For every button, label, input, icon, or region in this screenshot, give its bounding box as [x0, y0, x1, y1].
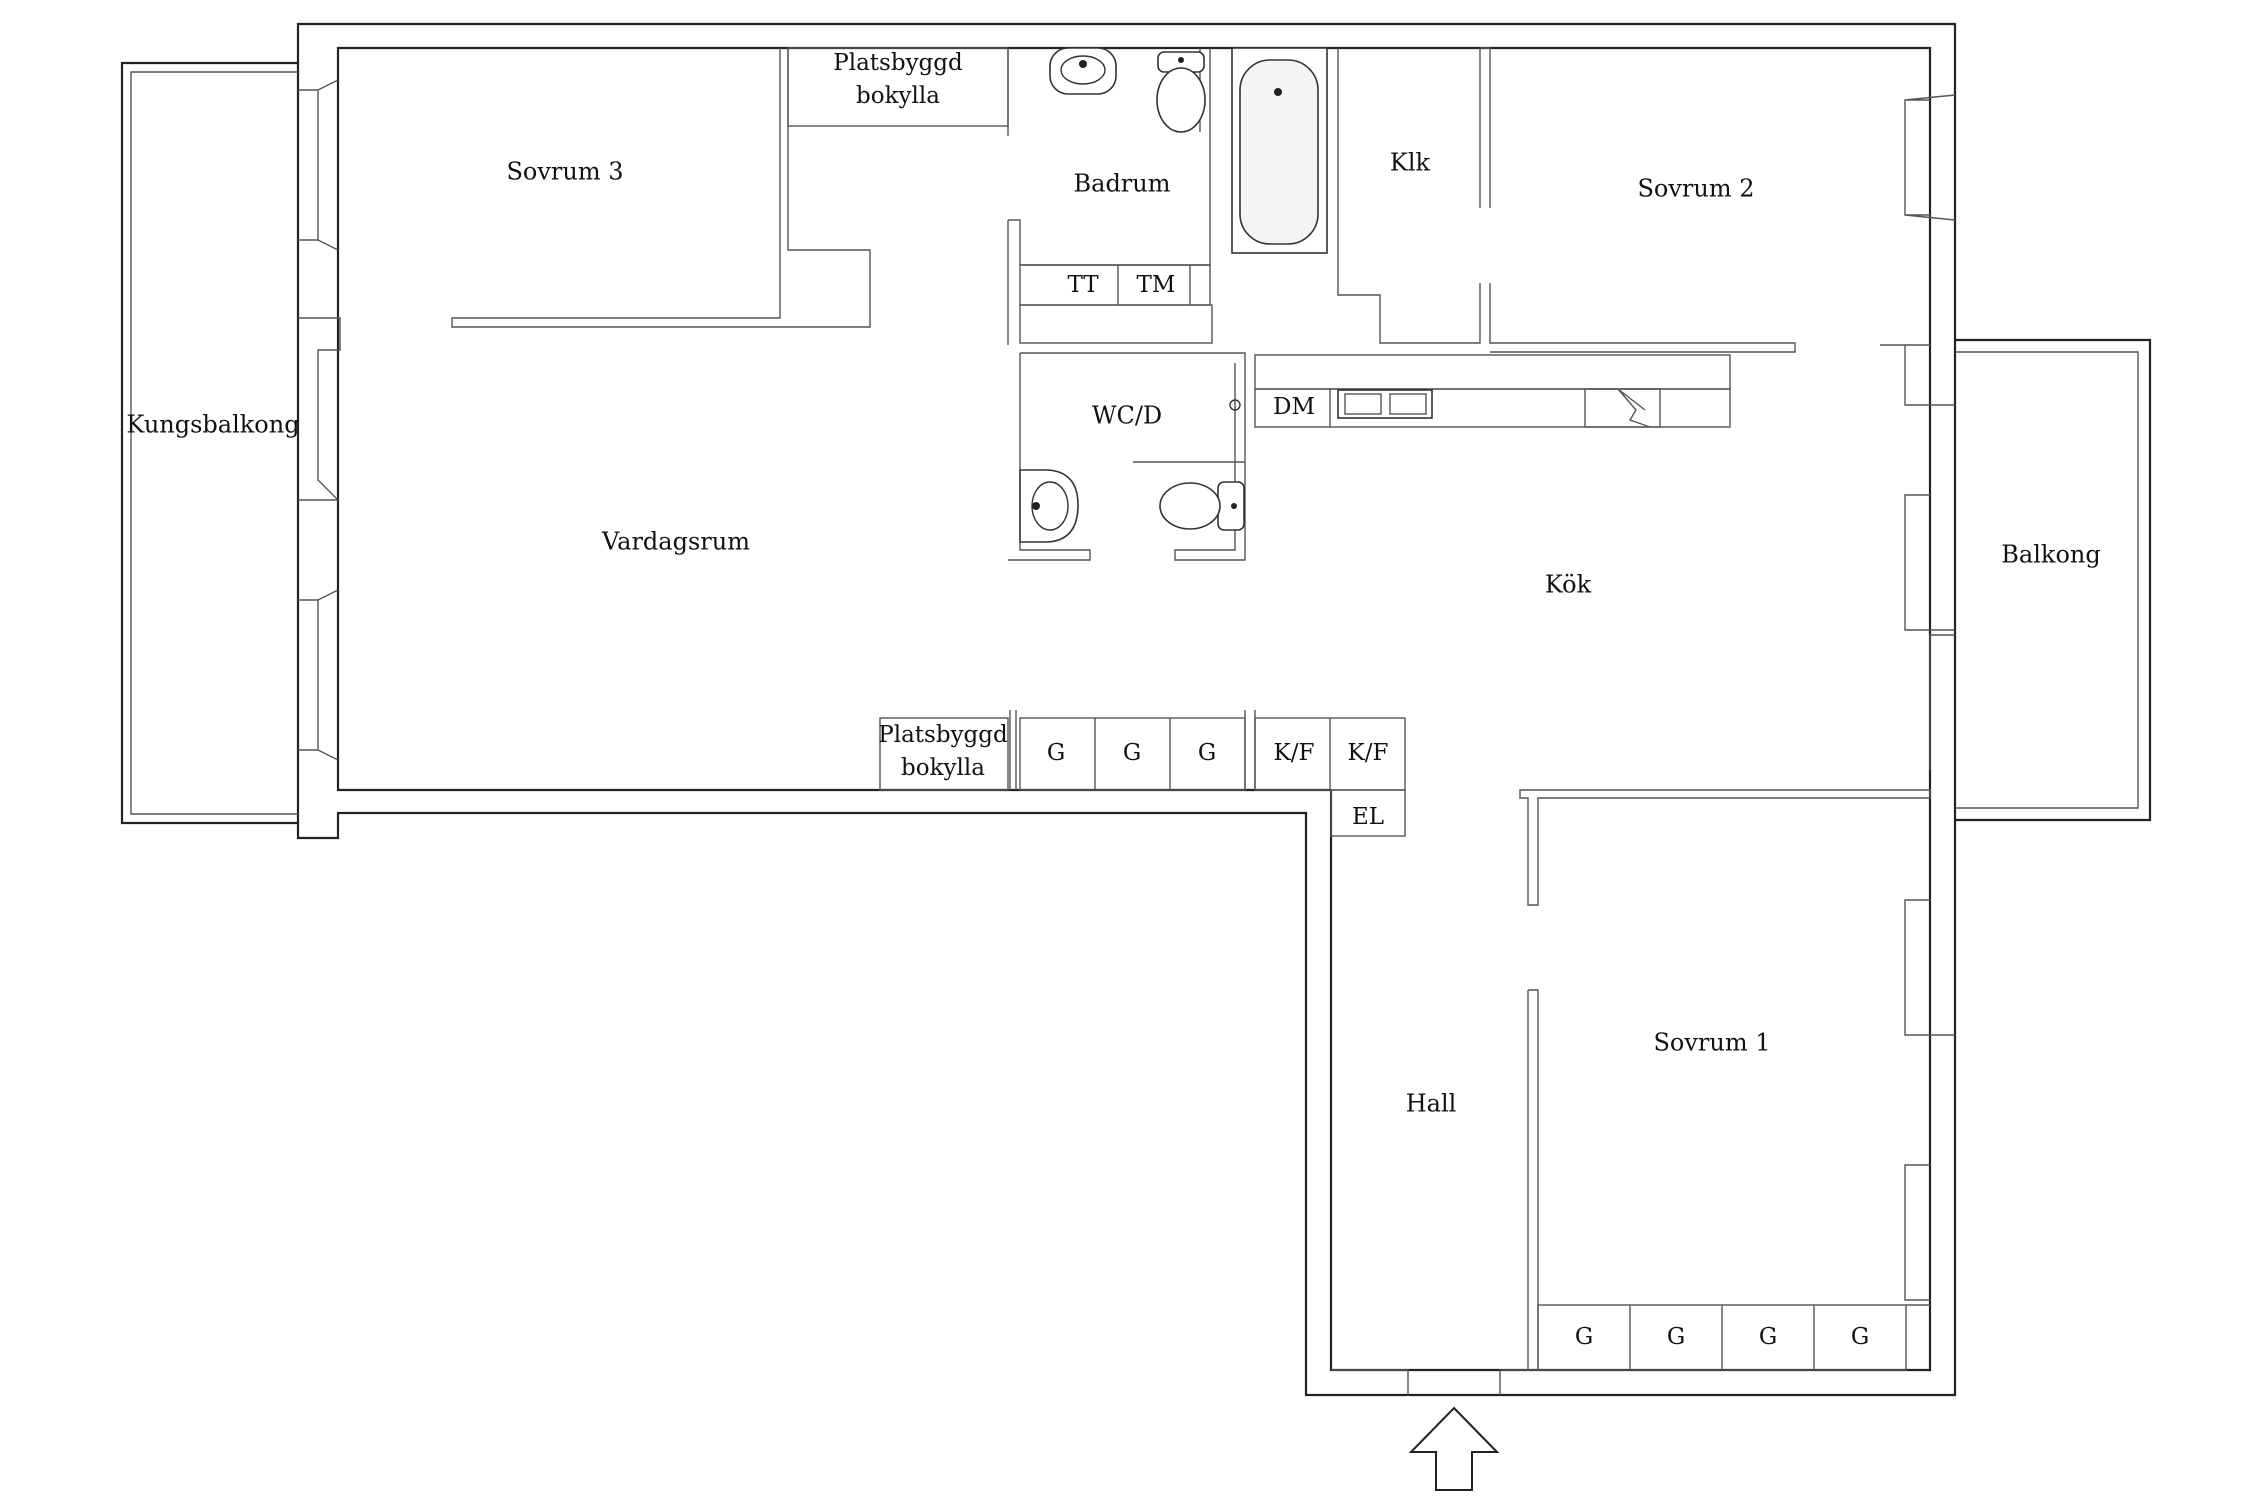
label-g-7: G — [1851, 1324, 1869, 1350]
label-shelf-top-1: Platsbyggd — [833, 50, 963, 76]
label-sovrum3: Sovrum 3 — [506, 158, 623, 186]
toilet-icon — [1156, 51, 1206, 133]
label-kungsbalkong: Kungsbalkong — [126, 411, 299, 439]
room-labels: Sovrum 3 Platsbyggd bokylla Badrum Klk S… — [126, 50, 2100, 1118]
label-shelf-top-2: bokylla — [856, 83, 940, 109]
label-badrum: Badrum — [1074, 170, 1171, 198]
storage-bottom — [879, 710, 1406, 837]
label-hall: Hall — [1406, 1090, 1457, 1118]
label-sovrum2: Sovrum 2 — [1637, 175, 1754, 203]
label-g-2: G — [1123, 740, 1141, 766]
outer-walls — [296, 22, 1957, 1397]
wc-sink-icon — [1019, 469, 1079, 543]
label-tt: TT — [1067, 272, 1099, 298]
label-shelf-bottom-2: bokylla — [901, 755, 985, 781]
label-g-3: G — [1198, 740, 1216, 766]
label-g-1: G — [1047, 740, 1065, 766]
sovrum1-wardrobes — [1537, 1304, 1930, 1371]
label-balkong: Balkong — [2001, 541, 2100, 569]
balkong-outline — [1955, 338, 2152, 822]
kungsbalkong-outline — [120, 61, 298, 825]
wc-toilet-icon — [1159, 481, 1245, 531]
sink-icon — [1049, 47, 1117, 95]
label-sovrum1: Sovrum 1 — [1653, 1029, 1770, 1057]
stove-icon — [1584, 388, 1661, 428]
label-wcd: WC/D — [1092, 402, 1162, 430]
label-kok: Kök — [1545, 571, 1592, 599]
windows-right — [1880, 94, 1956, 1301]
label-tm: TM — [1137, 272, 1176, 298]
windows-left — [298, 79, 341, 761]
label-dm: DM — [1273, 394, 1315, 420]
label-g-5: G — [1667, 1324, 1685, 1350]
label-shelf-bottom-1: Platsbyggd — [878, 722, 1008, 748]
sovrum3-walls — [451, 48, 871, 328]
label-kf-1: K/F — [1274, 740, 1315, 766]
bookshelf-top — [787, 47, 1009, 136]
label-el: EL — [1352, 804, 1384, 830]
arrow-up-icon — [1408, 1406, 1500, 1491]
fixture-labels: TT TM DM G G G K/F K/F EL G G G G — [1047, 272, 1869, 1350]
label-kf-2: K/F — [1348, 740, 1389, 766]
label-g-4: G — [1575, 1324, 1593, 1350]
label-g-6: G — [1759, 1324, 1777, 1350]
bathtub-icon — [1231, 47, 1328, 254]
label-vardagsrum: Vardagsrum — [601, 528, 750, 556]
kitchen-counter — [1254, 354, 1731, 428]
klk-walls — [1337, 47, 1796, 353]
label-klk: Klk — [1390, 149, 1431, 177]
